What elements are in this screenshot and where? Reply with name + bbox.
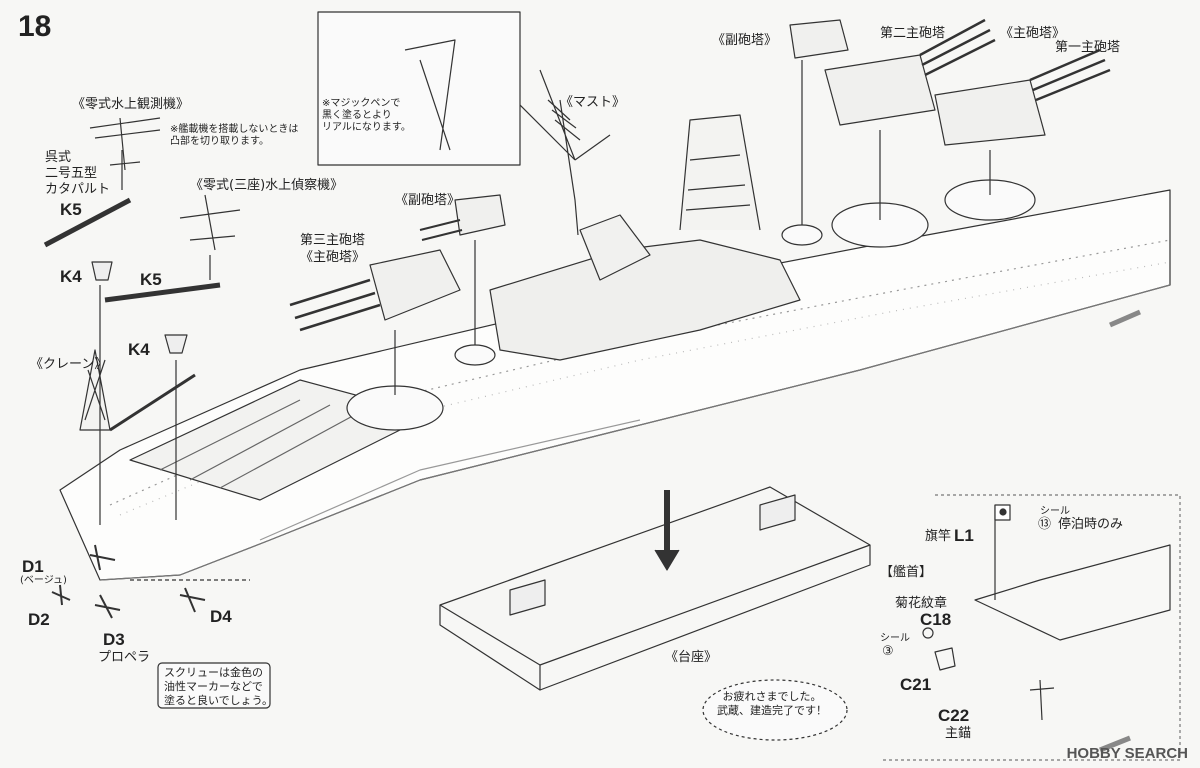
part-c18: C18 xyxy=(920,610,952,629)
turret-3 xyxy=(369,249,461,321)
observation-plane xyxy=(89,117,161,171)
screw-note: スクリューは金色の 油性マーカーなどで 塗ると良いでしょう。 xyxy=(164,666,274,707)
main-anchor-label: 主錨 xyxy=(945,726,972,741)
part-k4-a: K4 xyxy=(60,267,82,286)
crane-label: 《クレーン》 xyxy=(30,357,108,372)
recon-plane xyxy=(179,194,241,251)
marker-note: ※マジックペンで 黒く塗るとより リアルになります。 xyxy=(322,98,411,133)
part-k5-b: K5 xyxy=(140,270,162,289)
seal-3: ③ xyxy=(882,644,894,659)
mast xyxy=(484,69,611,236)
bow-section-label: 【艦首】 xyxy=(880,565,933,580)
secondary-turret-label-1: 《副砲塔》 xyxy=(395,193,461,208)
part-k4-b: K4 xyxy=(128,340,150,359)
finish-note-bubble xyxy=(702,679,848,741)
turret-3-main: 《主砲塔》 xyxy=(300,250,366,265)
catapult-label: 呉式 二号五型 カタパルト xyxy=(45,150,111,197)
turret-1 xyxy=(934,79,1046,146)
secondary-turret-label-2: 《副砲塔》 xyxy=(712,33,778,48)
part-d3: D3 xyxy=(103,630,125,649)
marker-note-box xyxy=(317,11,521,166)
carrier-note: ※艦載機を搭載しないときは 凸部を切り取ります。 xyxy=(170,124,299,147)
superstructure xyxy=(489,239,801,361)
flagpole-label: 旗竿 xyxy=(925,529,952,544)
seal-13: ⑬ xyxy=(1038,517,1052,532)
stand xyxy=(439,486,871,666)
turret-2 xyxy=(824,54,936,126)
catapult-2 xyxy=(104,282,221,303)
part-d2: D2 xyxy=(28,610,50,629)
finish-note: お疲れさまでした。 武蔵、建造完了です！ xyxy=(717,690,827,717)
observation-plane-label: 《零式水上観測機》 xyxy=(72,97,190,112)
part-d4: D4 xyxy=(210,607,232,626)
watermark: HOBBY SEARCH xyxy=(1066,745,1188,762)
catapult-1 xyxy=(43,197,132,248)
main-turret-label: 《主砲塔》 xyxy=(1000,26,1066,41)
seal-word-1: シール xyxy=(1040,506,1070,517)
part-l1: L1 xyxy=(954,526,974,545)
propeller-label: プロペラ xyxy=(98,650,151,665)
chrysanthemum-label: 菊花紋章 xyxy=(895,596,948,611)
turret-3-name: 第三主砲塔 xyxy=(300,233,366,248)
mast-label: 《マスト》 xyxy=(560,95,626,110)
part-d1: D1 xyxy=(22,557,44,576)
step-number: 18 xyxy=(18,10,52,43)
screw-note-box xyxy=(157,662,271,709)
bow-inset xyxy=(880,494,1181,761)
anchored-only-label: 停泊時のみ xyxy=(1058,517,1124,532)
part-c21: C21 xyxy=(900,675,932,694)
stand-label: 《台座》 xyxy=(665,650,718,665)
seal-word-2: シール xyxy=(880,633,910,644)
recon-plane-label: 《零式(三座)水上偵察機》 xyxy=(190,178,344,193)
part-c22: C22 xyxy=(938,706,970,725)
turret-2-name: 第二主砲塔 xyxy=(880,26,946,41)
d1-note: (ベージュ) xyxy=(20,575,67,586)
part-k5-a: K5 xyxy=(60,200,82,219)
turret-1-name: 第一主砲塔 xyxy=(1055,40,1121,55)
